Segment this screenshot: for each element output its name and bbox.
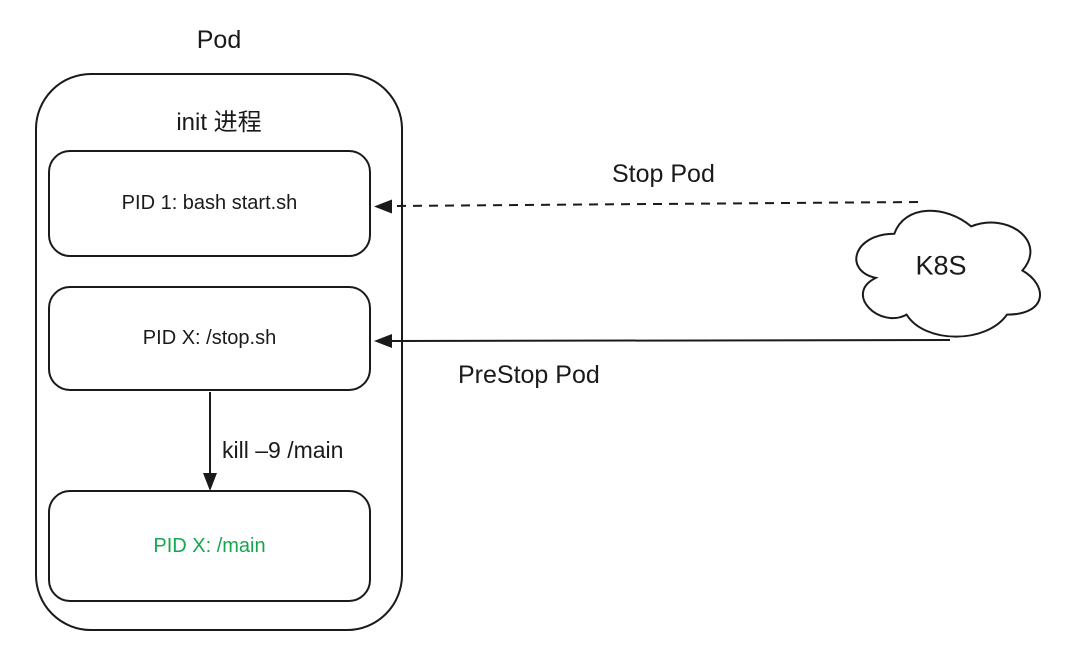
process-box-pid1: PID 1: bash start.sh — [48, 150, 371, 257]
pod-title: Pod — [196, 26, 242, 54]
label-prestop-pod: PreStop Pod — [458, 361, 600, 389]
process-box-stop: PID X: /stop.sh — [48, 286, 371, 391]
process-box-main: PID X: /main — [48, 490, 371, 602]
label-kill-command: kill –9 /main — [222, 437, 344, 463]
pod-container-label: init 进程 — [176, 109, 262, 136]
process-label-main: PID X: /main — [153, 534, 266, 557]
process-label-stop: PID X: /stop.sh — [142, 327, 277, 349]
label-stop-pod: Stop Pod — [612, 160, 715, 188]
cloud-label: K8S — [915, 250, 967, 281]
arrow-prestop-pod-line — [389, 339, 951, 342]
arrow-stop-pod-line — [389, 201, 919, 207]
process-label-pid1: PID 1: bash start.sh — [121, 192, 298, 214]
